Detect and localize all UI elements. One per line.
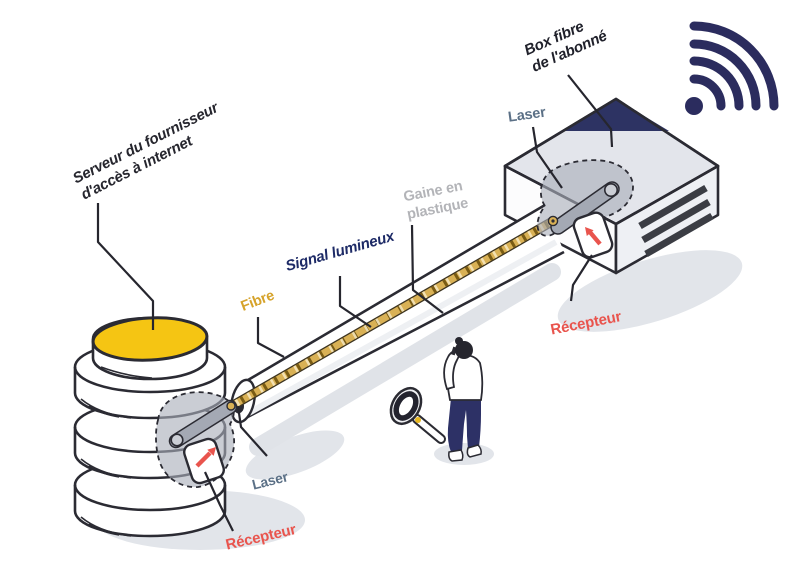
tube-left-shadow bbox=[245, 430, 345, 480]
person-shoe-left bbox=[448, 449, 464, 462]
person-hair-bun bbox=[455, 337, 463, 345]
arrow-up-left-icon bbox=[585, 227, 602, 246]
box-shadow bbox=[557, 250, 743, 332]
person-shadow bbox=[434, 443, 494, 465]
leader-gaine-plastique bbox=[410, 224, 444, 314]
leader-laser-box bbox=[531, 126, 563, 189]
leader-laser-serveur bbox=[236, 405, 268, 457]
tube-shadow-band bbox=[249, 263, 561, 456]
magnifier-joint-dot bbox=[415, 417, 421, 423]
magnifying-glass-icon bbox=[389, 386, 446, 444]
leader-lines bbox=[96, 74, 614, 532]
server-laser-tube bbox=[168, 399, 238, 449]
box-vents bbox=[638, 184, 714, 258]
leader-recepteur-serveur bbox=[203, 471, 234, 532]
optical-fiber bbox=[227, 216, 556, 412]
arrow-up-right-icon bbox=[195, 447, 216, 468]
box-receiver-plate bbox=[572, 211, 614, 259]
person-head bbox=[455, 341, 473, 359]
person-pants bbox=[447, 398, 481, 452]
wifi-icon bbox=[685, 21, 779, 115]
person-figure bbox=[434, 337, 494, 465]
person-shoe-right bbox=[466, 444, 482, 458]
leader-recepteur-box bbox=[569, 254, 593, 302]
server-fiber-tip bbox=[226, 401, 236, 411]
leader-signal-lumineux bbox=[338, 276, 372, 328]
leader-fibre bbox=[256, 317, 285, 358]
leader-box-fibre bbox=[567, 74, 614, 148]
leader-serveur bbox=[96, 203, 155, 330]
box-laser-tube bbox=[547, 181, 620, 235]
server-receiver-plate bbox=[183, 437, 225, 485]
server-yellow-disc bbox=[91, 316, 209, 381]
box-top-navy-corner bbox=[563, 99, 669, 131]
